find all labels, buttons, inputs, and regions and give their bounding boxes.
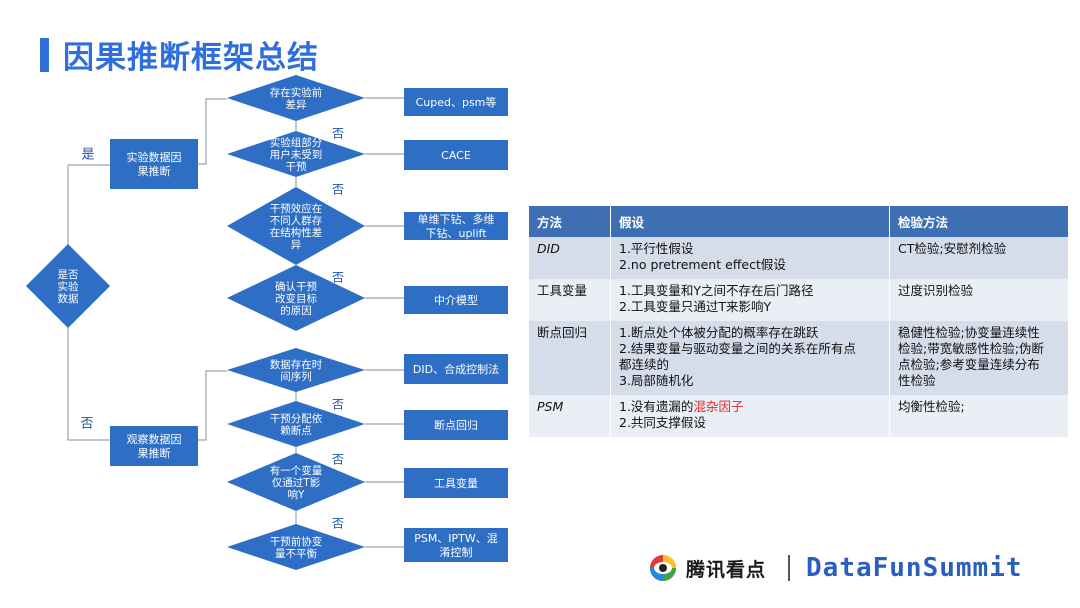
highlight-text: 混杂因子 [693, 399, 744, 414]
test-line: 过度识别检验 [898, 283, 974, 298]
assumption-line: 1.工具变量和Y之间不存在后门路径 [619, 283, 814, 298]
connector-line [198, 98, 227, 165]
method-cell: PSM [529, 395, 611, 437]
root-decision-label: 是否实验数据 [58, 269, 79, 305]
experiment-result-label: 中介模型 [434, 293, 478, 307]
experiment-decision-label: 确认干预改变目标的原因 [275, 280, 317, 317]
table-row: 断点回归 1.断点处个体被分配的概率存在跳跃 2.结果变量与驱动变量之间的关系在… [529, 321, 1069, 395]
observational-branch [110, 426, 198, 466]
experiment-decision-label: 存在实验前差异 [270, 86, 323, 111]
observational-result [404, 354, 508, 384]
assumption-line: 1.平行性假设 [619, 241, 694, 256]
observational-result-label: PSM、IPTW、混淆控制 [414, 532, 498, 559]
observational-result [404, 468, 508, 498]
observational-decision [227, 453, 365, 511]
header-test: 检验方法 [889, 206, 1069, 237]
experiment-result-label: Cuped、psm等 [416, 95, 497, 109]
assumption-line: 1.没有遗漏的混杂因子 [619, 399, 881, 415]
table-row: PSM 1.没有遗漏的混杂因子 2.共同支撑假设 均衡性检验; [529, 395, 1069, 437]
test-cell: 稳健性检验;协变量连续性 检验;带宽敏感性检验;伪断 点检验;参考变量连续分布 … [889, 321, 1069, 395]
root-decision [26, 244, 110, 328]
experiment-decision [227, 75, 365, 121]
header-method: 方法 [529, 206, 611, 237]
method-cell: 断点回归 [529, 321, 611, 395]
experiment-result [404, 212, 508, 240]
experiment-no-label: 否 [332, 270, 344, 284]
test-line: CT检验;安慰剂检验 [898, 241, 1007, 256]
experiment-result [404, 88, 508, 116]
assumption-line: 2.共同支撑假设 [619, 415, 706, 430]
assumption-line: 3.局部随机化 [619, 373, 694, 388]
header-assumption: 假设 [610, 206, 890, 237]
experiment-decision-label: 干预效应在不同人群存在结构性差异 [270, 202, 323, 251]
title-accent-bar [40, 38, 49, 72]
observational-decision [227, 401, 365, 447]
eye-logo-icon [650, 555, 676, 581]
assumption-line: 都连续的 [619, 357, 670, 372]
assumption-cell: 1.工具变量和Y之间不存在后门路径 2.工具变量只通过T来影响Y [610, 279, 890, 321]
observational-decision [227, 524, 365, 570]
brand-name: 腾讯看点 [686, 558, 767, 581]
assumption-table: 方法 假设 检验方法 DID 1.平行性假设 2.no pretrement e… [529, 206, 1069, 437]
experiment-decision [227, 187, 365, 265]
test-line: 检验;带宽敏感性检验;伪断 [898, 341, 1044, 356]
observational-decision-label: 干预分配依赖断点 [270, 412, 323, 437]
observational-no-label: 否 [332, 516, 344, 530]
experiment-result-label: CACE [441, 149, 471, 162]
experiment-decision [227, 131, 365, 177]
experiment-result [404, 140, 508, 170]
assumption-line: 2.结果变量与驱动变量之间的关系在所有点 [619, 341, 856, 356]
summit-name: DataFunSummit [806, 553, 1023, 583]
observational-branch-label: 观察数据因果推断 [127, 432, 182, 460]
brand-footer: 腾讯看点 DataFunSummit [648, 550, 1023, 586]
experiment-result-label: 单维下钻、多维下钻、uplift [418, 212, 495, 240]
test-cell: 过度识别检验 [889, 279, 1069, 321]
experiment-branch [110, 139, 198, 189]
observational-result-label: 断点回归 [434, 418, 478, 432]
test-line: 性检验 [898, 373, 936, 388]
no-label: 否 [80, 417, 93, 432]
experiment-branch-label: 实验数据因果推断 [127, 150, 182, 178]
experiment-decision [227, 265, 365, 331]
table-row: 工具变量 1.工具变量和Y之间不存在后门路径 2.工具变量只通过T来影响Y 过度… [529, 279, 1069, 321]
assumption-line: 2.no pretrement effect假设 [619, 257, 786, 272]
brand-divider [788, 555, 791, 581]
assumption-cell: 1.平行性假设 2.no pretrement effect假设 [610, 237, 890, 279]
test-line: 均衡性检验; [898, 399, 965, 414]
assumption-cell: 1.断点处个体被分配的概率存在跳跃 2.结果变量与驱动变量之间的关系在所有点 都… [610, 321, 890, 395]
experiment-no-label: 否 [332, 126, 344, 140]
yes-label: 是 [81, 148, 94, 163]
observational-result [404, 410, 508, 440]
method-cell: 工具变量 [529, 279, 611, 321]
test-cell: 均衡性检验; [889, 395, 1069, 437]
table-row: DID 1.平行性假设 2.no pretrement effect假设 CT检… [529, 237, 1069, 279]
experiment-no-label: 否 [332, 182, 344, 196]
connector-line [198, 370, 227, 441]
table-header-row: 方法 假设 检验方法 [529, 206, 1069, 237]
observational-result-label: 工具变量 [434, 476, 478, 490]
test-cell: CT检验;安慰剂检验 [889, 237, 1069, 279]
observational-decision [227, 348, 365, 392]
experiment-result [404, 286, 508, 314]
test-line: 稳健性检验;协变量连续性 [898, 325, 1040, 340]
assumption-line: 1.断点处个体被分配的概率存在跳跃 [619, 325, 819, 340]
observational-result [404, 528, 508, 562]
observational-no-label: 否 [332, 452, 344, 466]
observational-decision-label: 数据存在时间序列 [270, 358, 323, 383]
observational-decision-label: 干预前协变量不平衡 [270, 535, 323, 560]
observational-decision-label: 有一个变量仅通过T影响Y [270, 464, 323, 501]
assumption-line: 2.工具变量只通过T来影响Y [619, 299, 772, 314]
assumption-text: 1.没有遗漏的 [619, 399, 694, 414]
assumption-cell: 1.没有遗漏的混杂因子 2.共同支撑假设 [610, 395, 890, 437]
page-title: 因果推断框架总结 [63, 40, 319, 76]
experiment-decision-label: 实验组部分用户未受到干预 [270, 136, 323, 173]
observational-result-label: DID、合成控制法 [413, 362, 499, 376]
observational-no-label: 否 [332, 397, 344, 411]
test-line: 点检验;参考变量连续分布 [898, 357, 1040, 372]
method-cell: DID [529, 237, 611, 279]
